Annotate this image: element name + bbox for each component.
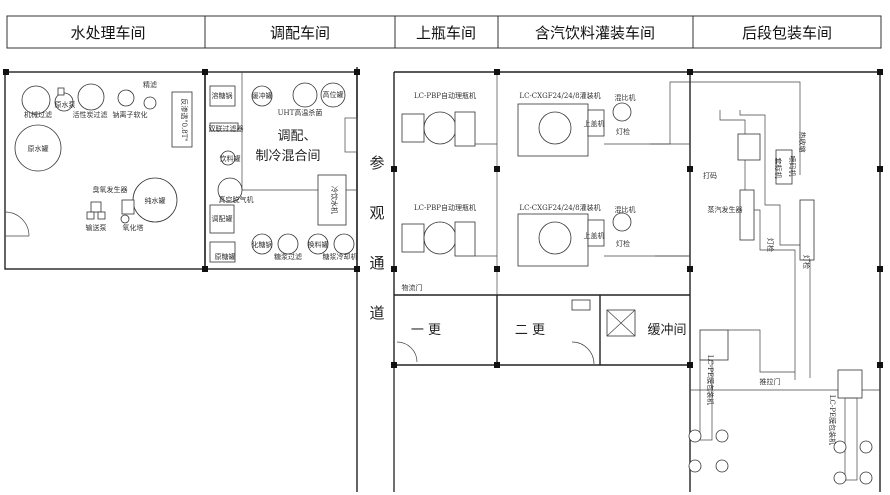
label-duplex-filter: 双联过滤器 [209, 124, 244, 133]
label-syrup-tank: 原糖罐 [215, 252, 236, 261]
label-oxidizer: 氧化塔 [123, 223, 144, 232]
label-code: 喷码机 [788, 156, 797, 177]
label-capper-2: 上盖机 [584, 231, 605, 240]
label-lamp-2: 灯检 [616, 239, 630, 248]
bottle-equipment: LC-PBP自动理瓶机 LC-PBP自动理瓶机 物流门 [402, 91, 497, 292]
label-pure-tank: 纯水罐 [145, 196, 166, 205]
label-shrink: 热收缩 [798, 132, 807, 153]
label-mixer-2: 混比机 [615, 205, 636, 214]
header-bar: 水处理车间 调配车间 上瓶车间 含汽饮料灌装车间 后段包装车间 [6, 15, 882, 49]
label-packer-2: LC-PE膜包装机 [828, 395, 837, 445]
label-ozone-gen: 臭氧发生器 [93, 185, 128, 194]
aisle-char-3: 通 [369, 254, 384, 272]
label-lamp-4: 灯检 [802, 255, 811, 269]
label-carbon-filter: 活性炭过滤 [73, 110, 108, 119]
aisle: 参 观 通 道 [369, 154, 384, 322]
label-mixer-1: 混比机 [615, 93, 636, 102]
label-filler-2: LC-CXGF24/24/8灌装机 [519, 203, 600, 212]
header-water-treatment: 水处理车间 [70, 24, 145, 42]
header-packaging: 后段包装车间 [742, 24, 832, 42]
mixing-equipment: 溶糖锅 缓冲罐 高位罐 UHT高温杀菌 双联过滤器 饮料罐 真空脱气机 调配罐 … [209, 82, 358, 263]
header-mixing: 调配车间 [270, 24, 330, 42]
room-mixing-2: 制冷混合间 [255, 149, 320, 164]
label-high-tank: 高位罐 [323, 90, 344, 99]
label-plate: 糖浆冷却机 [323, 252, 358, 261]
label-sliding-door: 推拉门 [760, 377, 781, 386]
label-labeler: 套标机 [774, 158, 783, 179]
label-transfer-pump: 输送泵 [86, 223, 107, 232]
label-lamp-3: 灯检 [766, 238, 775, 252]
water-equipment: 精滤 原水泵 机械过滤 活性炭过滤 钠离子软化 原水罐 臭氧发生器 纯水罐 输送… [4, 80, 193, 237]
label-lamp-1: 灯检 [616, 127, 630, 136]
label-ro: 反渗透"0.8T" [180, 98, 189, 141]
header-bottle-loading: 上瓶车间 [416, 24, 476, 42]
label-logistics-door: 物流门 [402, 283, 423, 292]
label-precision-filter: 精滤 [143, 80, 157, 89]
label-unscrambler-1: LC-PBP自动理瓶机 [414, 91, 476, 100]
label-homogenizer: 化糖锅 [252, 240, 273, 249]
room-buffer: 缓冲间 [647, 323, 686, 338]
aisle-char-1: 参 [369, 154, 384, 172]
packaging-equipment: 套标机 热收缩 喷码机 蒸汽发生器 LC-PE膜包装机 LC-PE膜包装机 灯检… [688, 110, 873, 485]
label-uht: UHT高温杀菌 [278, 108, 323, 117]
label-bev-tank: 饮料罐 [220, 154, 241, 163]
label-small-code: 打码 [703, 171, 717, 180]
label-pump: 糖浆过滤 [274, 252, 302, 261]
label-steam-gen: 蒸汽发生器 [708, 205, 743, 214]
room-change-1: 一 更 [411, 323, 441, 338]
room-mixing-1: 调配、 [277, 129, 316, 144]
filling-equipment: LC-CXGF24/24/8灌装机 LC-CXGF24/24/8灌装机 混比机 … [517, 81, 801, 267]
label-raw-tank: 原水罐 [28, 144, 49, 153]
changing-rooms: 一 更 二 更 缓冲间 [396, 299, 687, 365]
label-cooler: 换料罐 [308, 240, 329, 249]
label-filler-1: LC-CXGF24/24/8灌装机 [519, 91, 600, 100]
label-ion-softener: 钠离子软化 [113, 110, 148, 119]
walls [4, 67, 881, 492]
room-change-2: 二 更 [515, 323, 545, 338]
label-capper-1: 上盖机 [584, 119, 605, 128]
label-chiller: 冷饮水机 [330, 186, 339, 214]
label-sugar-tank: 溶糖锅 [212, 91, 233, 100]
header-filling: 含汽饮料灌装车间 [535, 24, 655, 42]
columns [3, 69, 883, 368]
label-jacket-tank: 缓冲罐 [252, 91, 273, 100]
label-degasser: 真空脱气机 [219, 195, 254, 204]
label-mech-filter: 机械过滤 [24, 110, 52, 119]
label-unscrambler-2: LC-PBP自动理瓶机 [414, 203, 476, 212]
label-packer-1: LC-PE膜包装机 [706, 355, 715, 405]
label-raw-pump: 原水泵 [55, 100, 76, 109]
label-mixing-tank: 调配罐 [212, 214, 233, 223]
aisle-char-4: 道 [369, 304, 384, 322]
aisle-char-2: 观 [369, 204, 384, 222]
